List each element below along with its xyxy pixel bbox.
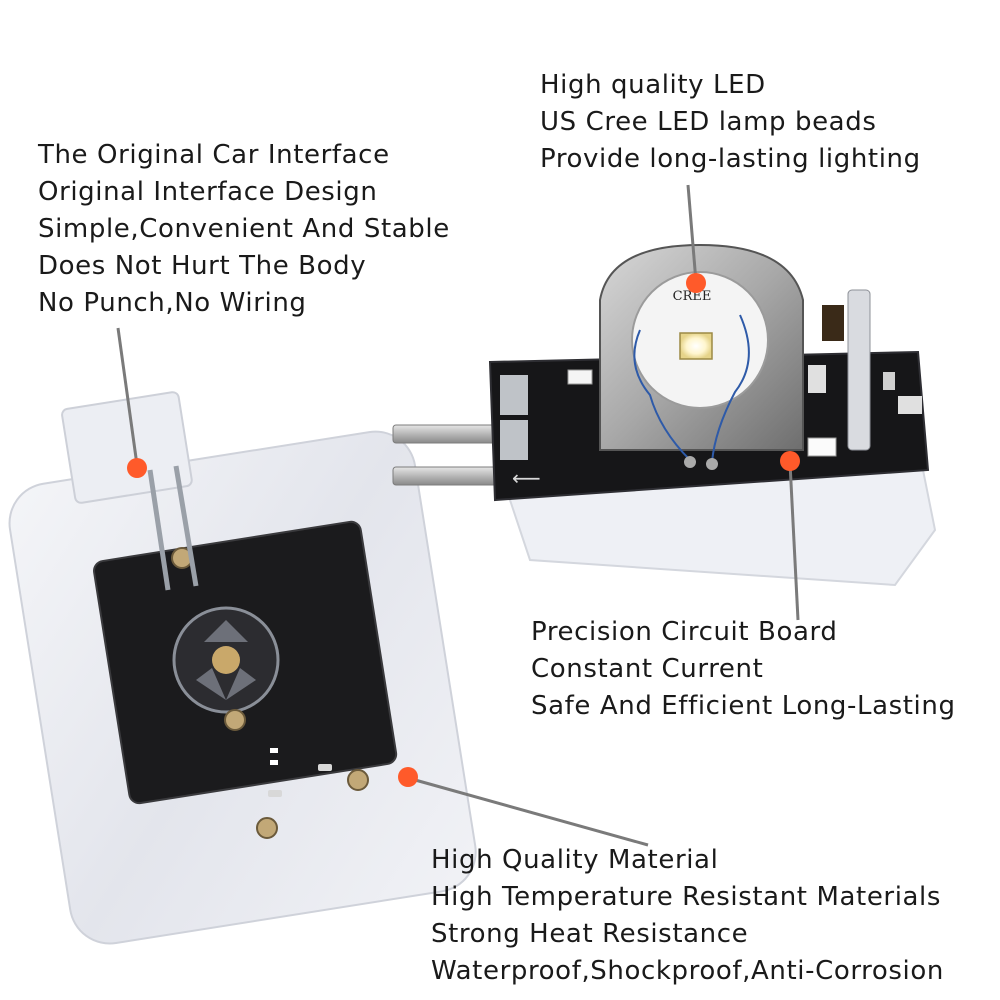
callout-board: Precision Circuit Board Constant Current…: [531, 614, 956, 725]
marker-material: [398, 767, 418, 787]
callout-interface-line-4: Does Not Hurt The Body: [38, 251, 367, 281]
callout-material-line-3: Strong Heat Resistance: [431, 919, 749, 949]
callout-led: High quality LED US Cree LED lamp beads …: [540, 67, 921, 178]
cree-marking: CREE: [673, 289, 712, 304]
callout-led-line-1: High quality LED: [540, 70, 766, 100]
callout-material-line-1: High Quality Material: [431, 845, 719, 875]
marker-interface: [127, 458, 147, 478]
callout-board-line-1: Precision Circuit Board: [531, 617, 838, 647]
markers: [127, 273, 800, 787]
callout-material: High Quality Material High Temperature R…: [431, 842, 944, 990]
callout-interface-line-5: No Punch,No Wiring: [38, 288, 307, 318]
svg-text:⟵: ⟵: [512, 466, 541, 490]
callout-interface-line-3: Simple,Convenient And Stable: [38, 214, 450, 244]
marker-board: [780, 451, 800, 471]
callout-board-line-3: Safe And Efficient Long-Lasting: [531, 691, 956, 721]
led-circuit-board: CREE ⟵: [392, 243, 937, 587]
callout-material-line-2: High Temperature Resistant Materials: [431, 882, 942, 912]
leader-line-material: [407, 776, 649, 847]
leader-line-interface: [116, 327, 139, 466]
callout-led-line-2: US Cree LED lamp beads: [540, 107, 877, 137]
callout-board-line-2: Constant Current: [531, 654, 764, 684]
marker-led: [686, 273, 706, 293]
callout-led-line-3: Provide long-lasting lighting: [540, 144, 921, 174]
callout-interface: The Original Car Interface Original Inte…: [38, 137, 450, 322]
callout-interface-line-1: The Original Car Interface: [38, 140, 390, 170]
callout-material-line-4: Waterproof,Shockproof,Anti-Corrosion: [431, 956, 944, 986]
leader-line-led: [686, 184, 698, 283]
leader-line-board: [788, 462, 800, 621]
projector-housing: [8, 391, 477, 945]
callout-interface-line-2: Original Interface Design: [38, 177, 378, 207]
leader-lines: [116, 184, 800, 847]
